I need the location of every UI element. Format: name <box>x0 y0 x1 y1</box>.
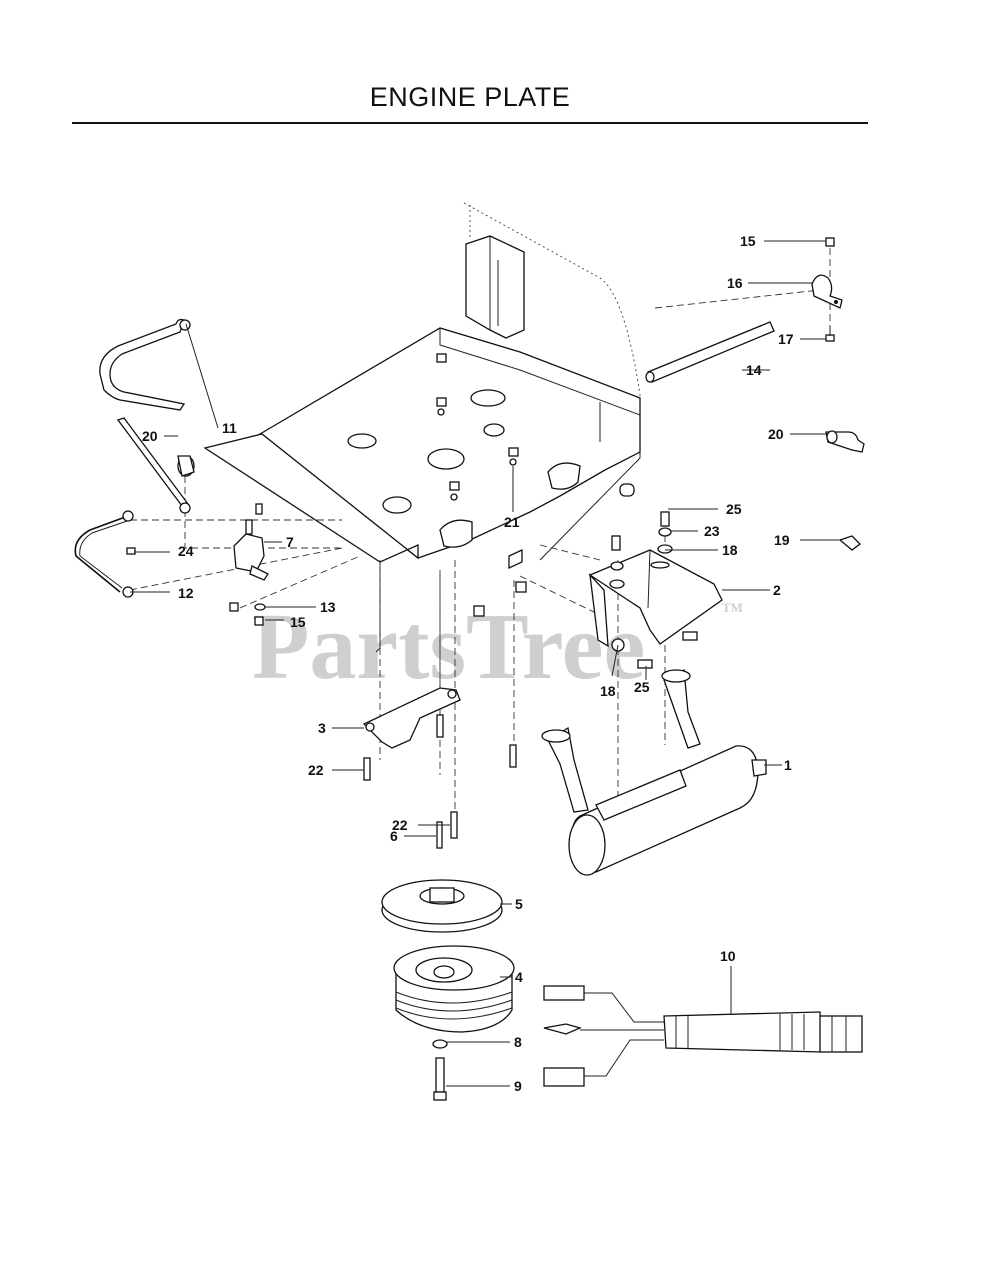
callout-labels: 1 2 3 4 5 6 7 8 9 10 11 12 13 14 15 15 1… <box>142 233 794 1094</box>
callout-18-right: 18 <box>722 542 738 558</box>
connector <box>543 1023 582 1035</box>
nut <box>229 602 239 612</box>
part-8-washer <box>432 1039 448 1049</box>
callout-24: 24 <box>178 543 194 559</box>
callout-21: 21 <box>504 514 520 530</box>
connector <box>543 985 585 1001</box>
plate-hole <box>470 389 506 407</box>
callout-11: 11 <box>222 420 237 436</box>
callout-10: 10 <box>720 948 736 964</box>
plate-nuts <box>436 353 527 617</box>
callout-25-right: 25 <box>726 501 742 517</box>
part-14-rod <box>645 321 775 383</box>
frame-rear-outline <box>463 202 641 442</box>
callout-16: 16 <box>727 275 743 291</box>
callout-15-left: 15 <box>290 614 306 630</box>
plate-hole <box>382 496 412 514</box>
callout-12: 12 <box>178 585 194 601</box>
part-22-bolts <box>363 714 517 839</box>
part-24-bolt <box>126 547 136 555</box>
part-7-solenoid <box>233 503 269 581</box>
part-3-bracket <box>362 687 461 749</box>
plate-hole <box>483 423 505 437</box>
callout-25-lower: 25 <box>634 679 650 695</box>
part-15-nut-left <box>254 616 264 626</box>
plate-cutout <box>547 462 581 490</box>
assembly-lines <box>129 248 831 830</box>
callout-15-top: 15 <box>740 233 756 249</box>
plate-boss <box>619 483 635 497</box>
part-9-bolt <box>433 1057 447 1101</box>
engine-plate-frame <box>203 202 641 653</box>
frame-post <box>465 235 525 339</box>
part-20-fitting-left <box>177 455 195 477</box>
connector <box>543 1067 585 1087</box>
callout-2: 2 <box>773 582 781 598</box>
page-title: ENGINE PLATE <box>369 82 571 112</box>
main-connector <box>819 1015 863 1053</box>
callout-17: 17 <box>778 331 794 347</box>
part-13-washer <box>254 603 266 611</box>
plate-hole <box>427 448 465 470</box>
callout-20-left: 20 <box>142 428 158 444</box>
plate-cutout <box>439 519 473 548</box>
part-19-clip <box>838 535 861 551</box>
callout-4: 4 <box>515 969 523 985</box>
part-16-clamp <box>811 274 843 309</box>
plate-hole <box>347 433 377 449</box>
part-2-heat-shield <box>588 549 723 648</box>
callout-3: 3 <box>318 720 326 736</box>
part-17-bolt <box>825 326 835 342</box>
part-12-cable <box>74 510 134 598</box>
callout-19: 19 <box>774 532 790 548</box>
callout-7: 7 <box>286 534 294 550</box>
part-15-nut <box>825 237 835 247</box>
callout-1: 1 <box>784 757 792 773</box>
part-1-muffler <box>541 668 767 876</box>
part-4-clutch <box>393 945 515 1033</box>
callout-18-lower: 18 <box>600 683 616 699</box>
part-11-handle <box>99 318 191 514</box>
watermark: PartsTree TM <box>252 595 743 699</box>
callout-22-center: 22 <box>392 817 408 833</box>
watermark-text: PartsTree <box>252 595 645 699</box>
callout-5: 5 <box>515 896 523 912</box>
watermark-tm: TM <box>722 600 743 615</box>
callout-23: 23 <box>704 523 720 539</box>
part-20-fitting-right <box>825 430 865 453</box>
title-divider <box>72 122 868 124</box>
leader-lines <box>130 240 840 1087</box>
callout-9: 9 <box>514 1078 522 1094</box>
callout-8: 8 <box>514 1034 522 1050</box>
part-6-key <box>436 821 443 849</box>
part-5-pulley <box>381 879 503 933</box>
part-10-harness <box>543 985 863 1087</box>
callout-14: 14 <box>746 362 762 378</box>
callout-22-left: 22 <box>308 762 324 778</box>
callout-13: 13 <box>320 599 336 615</box>
callout-6: 6 <box>390 828 398 844</box>
callout-20-right: 20 <box>768 426 784 442</box>
